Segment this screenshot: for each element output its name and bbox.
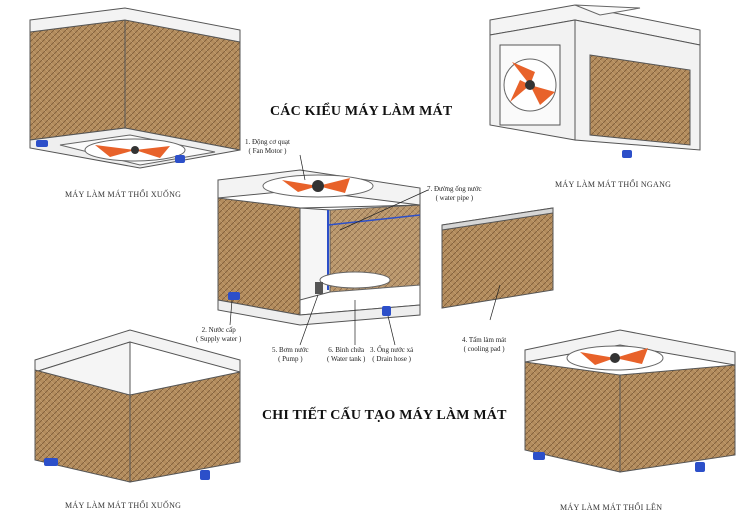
unit-bottom-right [524, 329, 736, 473]
part-label-supply-water: 2. Nước cấp ( Supply water ) [196, 326, 241, 344]
part-7-en: ( water pipe ) [435, 194, 474, 202]
part-2-en: ( Supply water ) [196, 335, 242, 343]
part-6-vi: 6. Bình chứa [328, 346, 365, 354]
part-label-drain-hose: 3. Ống nước xả ( Drain hose ) [370, 346, 413, 364]
unit-bottom-left [34, 329, 241, 483]
part-label-fan-motor: 1. Động cơ quạt ( Fan Motor ) [245, 138, 290, 156]
part-1-vi: 1. Động cơ quạt [245, 138, 290, 146]
unit-center [217, 169, 421, 326]
part-6-en: ( Water tank ) [327, 355, 366, 363]
part-5-vi: 5. Bơm nước [272, 346, 309, 354]
cooling-pad-detail [441, 207, 554, 309]
caption-top-right: MÁY LÀM MÁT THỔI NGANG [555, 180, 672, 189]
caption-bottom-left: MÁY LÀM MÁT THỔI XUỐNG [65, 501, 182, 510]
part-4-vi: 4. Tấm làm mát [462, 336, 507, 344]
part-label-water-pipe: 7. Đường ống nước ( water pipe ) [427, 185, 482, 203]
title-structure: CHI TIẾT CẤU TẠO MÁY LÀM MÁT [262, 408, 507, 423]
part-4-en: ( cooling pad ) [463, 345, 505, 353]
part-label-pump: 5. Bơm nước ( Pump ) [272, 346, 309, 364]
unit-top-right [489, 4, 701, 158]
part-label-water-tank: 6. Bình chứa ( Water tank ) [327, 346, 365, 364]
part-2-vi: 2. Nước cấp [201, 326, 236, 334]
part-label-cooling-pad: 4. Tấm làm mát ( cooling pad ) [462, 336, 506, 354]
title-types: CÁC KIỂU MÁY LÀM MÁT [270, 104, 453, 119]
part-5-en: ( Pump ) [278, 355, 303, 363]
leader-lines [229, 154, 501, 346]
part-7-vi: 7. Đường ống nước [427, 185, 482, 193]
caption-bottom-right: MÁY LÀM MÁT THỔI LÊN [560, 503, 663, 512]
part-3-vi: 3. Ống nước xả [370, 346, 414, 354]
caption-top-left: MÁY LÀM MÁT THỔI XUỐNG [65, 190, 182, 199]
part-3-en: ( Drain hose ) [372, 355, 411, 363]
unit-top-left [29, 7, 241, 169]
part-1-en: ( Fan Motor ) [248, 147, 287, 155]
